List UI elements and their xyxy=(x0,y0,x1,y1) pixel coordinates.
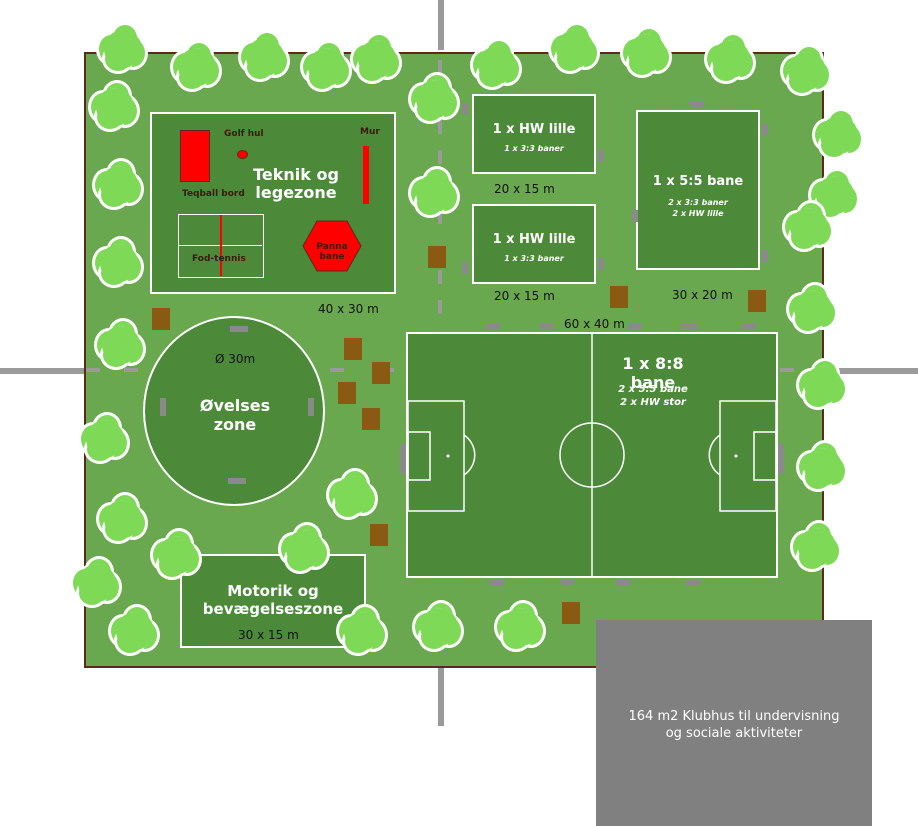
eight-sub2: 2 x HW stor xyxy=(620,397,686,408)
tree xyxy=(238,30,292,84)
tree xyxy=(808,168,862,222)
tree xyxy=(548,22,602,76)
klubhus: 164 m2 Klubhus til undervisning og socia… xyxy=(596,620,872,826)
tree xyxy=(786,282,840,336)
tree xyxy=(350,32,404,86)
fod-tennis-label: Fod-tennis xyxy=(192,254,246,264)
tree xyxy=(88,80,142,134)
eight-a-side-field: 1 x 8:8 bane 2 x 5:5 bane 2 x HW stor xyxy=(406,332,778,578)
tree xyxy=(108,604,162,658)
tree xyxy=(326,468,380,522)
tree xyxy=(812,108,866,162)
tree xyxy=(780,44,834,98)
wall-label: Mur xyxy=(360,127,380,137)
eight-sub1: 2 x 5:5 bane xyxy=(618,384,688,395)
tree xyxy=(408,166,462,220)
tree xyxy=(790,520,844,574)
ovelses-dimension: Ø 30m xyxy=(215,352,256,366)
tree xyxy=(70,556,124,610)
teknik-dimension: 40 x 30 m xyxy=(318,302,379,316)
tree xyxy=(494,600,548,654)
eight-title: 1 x 8:8 bane xyxy=(622,354,684,392)
hw-top-sub: 1 x 3:3 baner xyxy=(504,144,564,153)
tree xyxy=(470,38,524,92)
five-dimension: 30 x 20 m xyxy=(672,288,733,302)
tree xyxy=(336,604,390,658)
pitch-markings xyxy=(408,334,776,576)
tree xyxy=(300,40,354,94)
tree xyxy=(96,22,150,76)
five-a-side-field: 1 x 5:5 bane 2 x 3:3 baner 2 x HW lille xyxy=(636,110,760,270)
hw-bottom-sub: 1 x 3:3 baner xyxy=(504,254,564,263)
tree xyxy=(92,236,146,290)
eight-dimension: 60 x 40 m xyxy=(564,317,625,331)
teqball-label: Teqball bord xyxy=(182,189,245,199)
five-title: 1 x 5:5 bane xyxy=(652,174,744,189)
tree xyxy=(796,440,850,494)
ovelses-zone: Ø 30m Øvelses zone xyxy=(143,316,325,506)
panna-court xyxy=(302,220,362,272)
wall xyxy=(363,146,369,204)
panna-label: Panna bane xyxy=(316,242,348,262)
hw-top-title: 1 x HW lille xyxy=(492,122,576,137)
golf-hole-label: Golf hul xyxy=(224,129,264,139)
tree xyxy=(796,358,850,412)
teknik-legezone: Golf hul Mur Teqball bord Teknik og lege… xyxy=(150,112,396,294)
tree xyxy=(412,600,466,654)
tree xyxy=(704,32,758,86)
teknik-title: Teknik og legezone xyxy=(253,165,339,202)
hw-top-dimension: 20 x 15 m xyxy=(494,182,555,196)
hw-bottom-title: 1 x HW lille xyxy=(492,232,576,247)
motorik-title: Motorik og bevægelseszone xyxy=(202,582,344,618)
tree xyxy=(620,26,674,80)
five-sub1: 2 x 3:3 baner xyxy=(668,198,728,207)
motorik-dimension: 30 x 15 m xyxy=(238,628,299,642)
ovelses-title: Øvelses zone xyxy=(199,396,271,434)
five-sub2: 2 x HW lille xyxy=(672,209,724,218)
motorik-zone: Motorik og bevægelseszone 30 x 15 m xyxy=(180,554,366,648)
golf-hole xyxy=(237,150,248,159)
klubhus-title: 164 m2 Klubhus til undervisning og socia… xyxy=(628,709,840,741)
teqball-table xyxy=(180,130,210,182)
tree xyxy=(78,412,132,466)
hw-bottom-dimension: 20 x 15 m xyxy=(494,289,555,303)
tree xyxy=(92,158,146,212)
tree xyxy=(94,318,148,372)
tree xyxy=(782,200,836,254)
tree xyxy=(278,522,332,576)
hw-lille-bottom: 1 x HW lille 1 x 3:3 baner xyxy=(472,204,596,284)
tree xyxy=(150,528,204,582)
tree xyxy=(96,492,150,546)
hw-lille-top: 1 x HW lille 1 x 3:3 baner xyxy=(472,94,596,174)
tree xyxy=(408,72,462,126)
tree xyxy=(170,40,224,94)
fod-tennis-court xyxy=(178,214,264,278)
